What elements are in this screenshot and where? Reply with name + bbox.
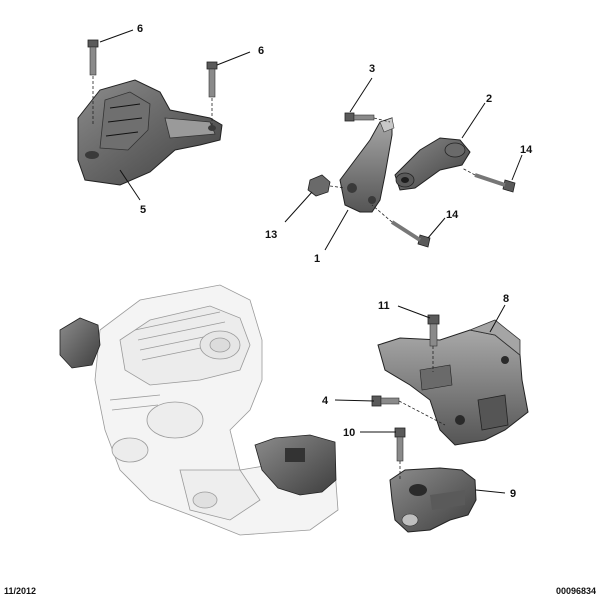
- footer-date: 11/2012: [4, 586, 37, 596]
- gearbox-mount-8: [377, 319, 529, 446]
- support-9: [389, 467, 477, 533]
- bolt-14-lower: [371, 204, 431, 248]
- bracket-1: [339, 117, 395, 213]
- callout-4: 4: [322, 395, 329, 407]
- callout-9: 9: [510, 488, 516, 500]
- callout-11: 11: [378, 300, 390, 312]
- gearbox-mount-highlight: [254, 434, 337, 496]
- engine-gearbox-assembly: [94, 284, 339, 536]
- callout-1: 1: [314, 253, 320, 265]
- engine-mount-highlight-left: [59, 317, 101, 369]
- torque-rod-2: [394, 137, 471, 191]
- callout-10: 10: [343, 427, 355, 439]
- callout-14-upper: 14: [520, 144, 533, 156]
- engine-mount-upper: [77, 79, 223, 186]
- callout-8: 8: [503, 293, 509, 305]
- bolt-3: [344, 112, 391, 123]
- bolt-11: [427, 314, 440, 372]
- callout-6-left: 6: [137, 23, 143, 35]
- bolt-6-left: [87, 39, 99, 125]
- callout-2: 2: [486, 93, 492, 105]
- callout-13: 13: [265, 229, 277, 241]
- footer-reference: 00096834: [555, 586, 596, 596]
- callout-3: 3: [369, 63, 375, 75]
- callout-14-lower: 14: [446, 209, 459, 221]
- callout-5: 5: [140, 204, 146, 216]
- leader-lines: [99, 29, 523, 494]
- bolt-14-upper: [461, 167, 516, 193]
- bolt-6-right: [206, 61, 218, 125]
- nut-13: [307, 174, 346, 197]
- callout-6-right: 6: [258, 45, 264, 57]
